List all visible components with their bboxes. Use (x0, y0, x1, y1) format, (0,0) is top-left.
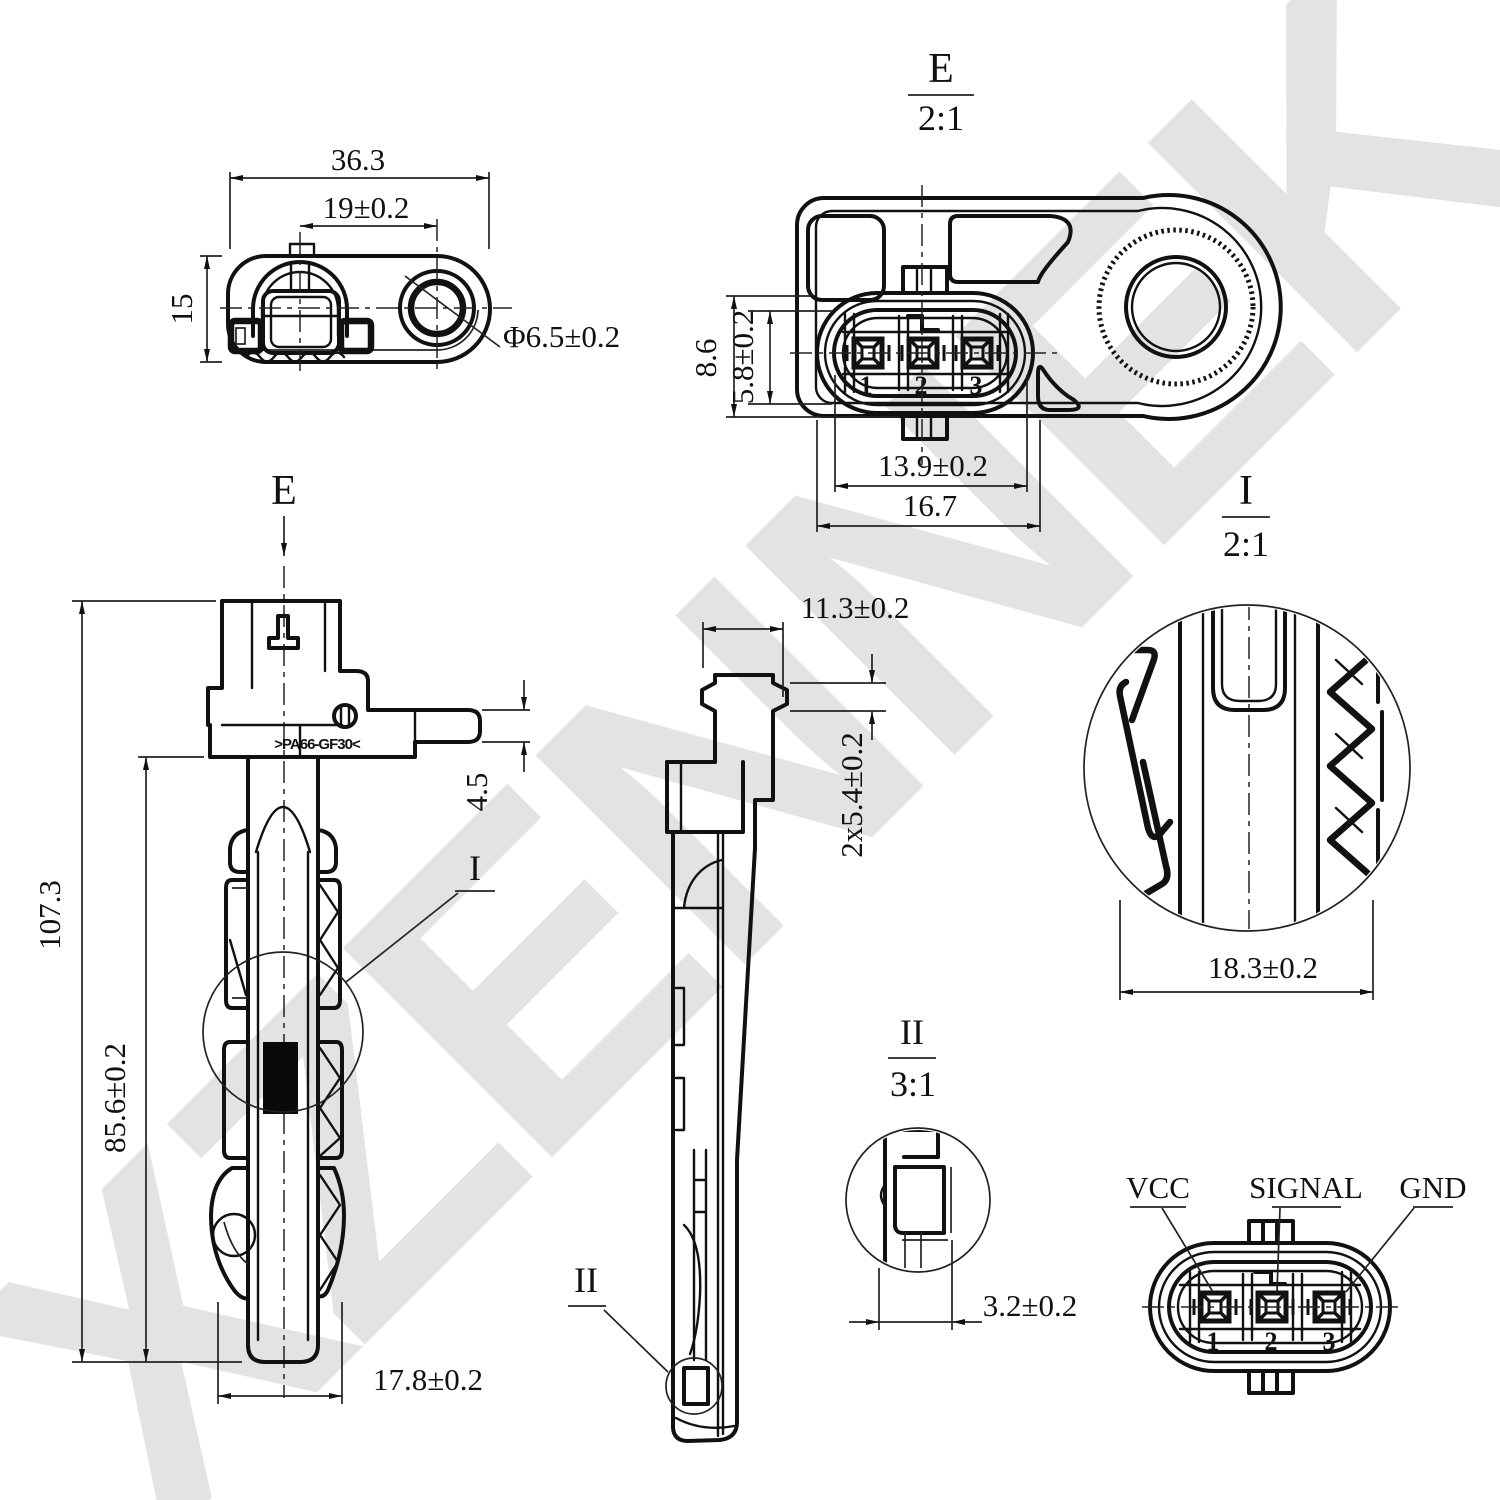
sensor-element (263, 1042, 298, 1114)
side-view: II 11.3±0.2 2x5.4±0.2 (568, 590, 910, 1443)
dim-front-body: 85.6±0.2 (97, 1043, 132, 1153)
front-view: E (32, 468, 530, 1404)
detail-ii-scale: 3:1 (890, 1064, 936, 1104)
dim-front-tip: 17.8±0.2 (373, 1362, 483, 1397)
side-view-detail-ref: II (568, 1260, 669, 1373)
detail-e-pin2: 2 (915, 371, 928, 400)
pin-label-signal: SIGNAL (1249, 1170, 1363, 1205)
dim-top-hole: Φ6.5±0.2 (503, 319, 620, 354)
detail-i-title: I 2:1 (1222, 468, 1270, 564)
flange-marking: >PA66-GF30< (274, 736, 361, 753)
dim-top-pin-span: 19±0.2 (323, 190, 410, 225)
detail-ii-content (879, 1130, 952, 1268)
dim-front-total: 107.3 (32, 880, 67, 950)
detail-e-scale: 2:1 (918, 98, 964, 138)
side-view-dimensions: 11.3±0.2 2x5.4±0.2 (702, 590, 910, 858)
dim-e-height: 8.6 (688, 339, 723, 378)
top-view-dimensions: 36.3 19±0.2 15 Φ6.5±0.2 (164, 142, 620, 363)
detail-i-label: I (1239, 468, 1253, 514)
detail-e-pin3: 3 (970, 371, 983, 400)
pin-label-vcc: VCC (1126, 1170, 1190, 1205)
detail-ii-view: II 3:1 3.2±0.2 (845, 1012, 1077, 1330)
dim-e-width: 16.7 (903, 488, 957, 523)
section-e-label: E (271, 468, 297, 514)
dim-side-slots: 2x5.4±0.2 (834, 732, 869, 858)
dim-ii-width: 3.2±0.2 (983, 1288, 1078, 1323)
pin-label-gnd: GND (1399, 1170, 1466, 1205)
top-view-body (220, 219, 512, 372)
detail-ii-circle (845, 1127, 991, 1273)
detail-i-content (1102, 607, 1384, 929)
side-view-body (665, 673, 789, 1443)
connector-face-body: 1 2 3 (1142, 1219, 1400, 1395)
detail-ii-title: II 3:1 (888, 1012, 936, 1104)
connector-pin-labels: VCC SIGNAL GND (1126, 1170, 1467, 1293)
detail-i-view: I 2:1 18.3±0.2 (1083, 468, 1411, 1000)
detail-ref-i: I (469, 848, 481, 888)
detail-i-circle (1083, 604, 1411, 932)
detail-ii-label: II (900, 1012, 924, 1052)
connector-pin1-number: 1 (1207, 1327, 1220, 1356)
front-view-dimensions: 107.3 85.6±0.2 4.5 17.8±0.2 (32, 600, 530, 1404)
front-view-detail-ref: I (345, 848, 495, 983)
dim-top-height: 15 (164, 294, 199, 325)
detail-e-pin1: 1 (860, 371, 873, 400)
dim-e-pin-span: 13.9±0.2 (878, 448, 988, 483)
dim-i-width: 18.3±0.2 (1208, 950, 1318, 985)
detail-i-scale: 2:1 (1223, 524, 1269, 564)
detail-ii-dimensions: 3.2±0.2 (849, 1240, 1077, 1330)
connector-pin3-number: 3 (1323, 1327, 1336, 1356)
detail-i-dimensions: 18.3±0.2 (1119, 900, 1374, 1000)
detail-e-dimensions: 8.6 5.8±0.2 13.9±0.2 16.7 (688, 295, 1041, 532)
dim-e-inner-height: 5.8±0.2 (725, 310, 760, 405)
connector-face-view: 1 2 3 VCC SIGNAL GND (1126, 1170, 1467, 1395)
detail-e-view: E 2:1 (688, 46, 1283, 532)
detail-e-label: E (928, 46, 954, 92)
dim-front-flange: 4.5 (459, 773, 494, 812)
front-view-section-arrow: E (271, 468, 297, 1398)
top-view: 36.3 19±0.2 15 Φ6.5±0.2 (164, 142, 620, 372)
dim-top-width: 36.3 (331, 142, 385, 177)
front-view-body (202, 599, 482, 1364)
dim-side-top: 11.3±0.2 (801, 590, 910, 625)
detail-ref-ii: II (574, 1260, 598, 1300)
detail-e-body: 1 2 3 (790, 185, 1283, 465)
connector-pin2-number: 2 (1265, 1327, 1278, 1356)
detail-e-title: E 2:1 (908, 46, 974, 138)
